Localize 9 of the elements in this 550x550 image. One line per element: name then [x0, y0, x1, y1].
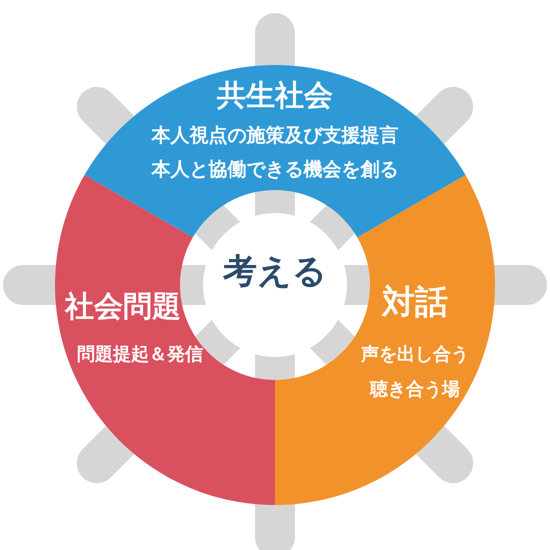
segment-text: 本人と協働できる機会を創る — [152, 160, 398, 180]
segment-heading: 対話 — [382, 284, 448, 320]
segment-heading: 共生社会 — [217, 80, 333, 112]
segment-text: 声を出し合う — [361, 345, 469, 365]
center-label: 考える — [223, 253, 327, 291]
segment-heading: 社会問題 — [65, 291, 181, 323]
segment-text: 本人視点の施策及び支援提言 — [152, 126, 398, 146]
segment-text: 問題提起＆発信 — [77, 345, 203, 365]
segment-text: 聴き合う場 — [370, 380, 460, 400]
